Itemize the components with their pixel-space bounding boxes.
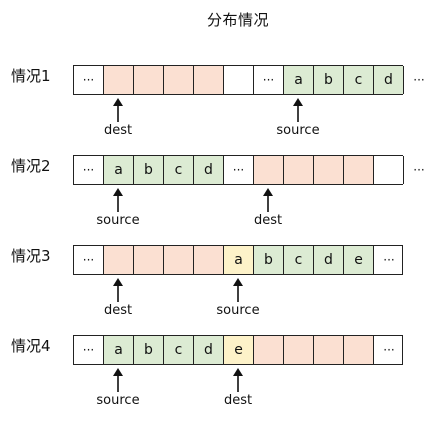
up-arrow-icon bbox=[113, 98, 123, 122]
source-cell: b bbox=[314, 66, 344, 94]
dest-cell bbox=[314, 336, 344, 364]
up-arrow-icon bbox=[263, 188, 273, 212]
pointer-label: source bbox=[216, 303, 260, 318]
source-cell: c bbox=[164, 156, 194, 184]
source-pointer: source bbox=[208, 278, 268, 318]
dest-cell bbox=[284, 156, 314, 184]
case-label: 情况3 bbox=[11, 247, 51, 265]
pointer-label: source bbox=[276, 123, 320, 138]
dest-cell bbox=[164, 66, 194, 94]
empty-cell bbox=[224, 66, 254, 94]
dest-cell bbox=[104, 66, 134, 94]
dest-cell bbox=[314, 156, 344, 184]
source-cell: c bbox=[164, 336, 194, 364]
source-pointer: source bbox=[268, 98, 328, 138]
dest-pointer: dest bbox=[208, 368, 268, 408]
ellipsis-cell: ··· bbox=[413, 163, 425, 177]
pointer-label: source bbox=[96, 213, 140, 228]
source-cell: a bbox=[104, 156, 134, 184]
up-arrow-icon bbox=[113, 278, 123, 302]
case-label: 情况4 bbox=[11, 337, 51, 355]
source-cell: c bbox=[284, 246, 314, 274]
up-arrow-icon bbox=[233, 368, 243, 392]
moved-cell: e bbox=[224, 336, 254, 364]
pointer-label: dest bbox=[223, 393, 253, 408]
up-arrow-icon bbox=[113, 188, 123, 212]
source-cell: a bbox=[104, 336, 134, 364]
source-pointer: source bbox=[88, 188, 148, 228]
dest-cell bbox=[104, 246, 134, 274]
ellipsis-cell: ··· bbox=[254, 66, 284, 94]
ellipsis-cell: ··· bbox=[74, 156, 104, 184]
dest-pointer: dest bbox=[238, 188, 298, 228]
case-label: 情况1 bbox=[11, 67, 51, 85]
ellipsis-cell: ··· bbox=[383, 253, 395, 267]
source-cell: b bbox=[134, 156, 164, 184]
dest-cell bbox=[284, 336, 314, 364]
up-arrow-icon bbox=[233, 278, 243, 302]
ellipsis-cell: ··· bbox=[74, 246, 104, 274]
dest-cell bbox=[134, 66, 164, 94]
source-cell: d bbox=[374, 66, 404, 94]
case-label: 情况2 bbox=[11, 157, 51, 175]
source-cell: b bbox=[254, 246, 284, 274]
up-arrow-icon bbox=[113, 368, 123, 392]
source-cell: d bbox=[314, 246, 344, 274]
dest-cell bbox=[194, 246, 224, 274]
source-cell: d bbox=[194, 156, 224, 184]
dest-cell bbox=[344, 336, 374, 364]
ellipsis-cell: ··· bbox=[74, 66, 104, 94]
up-arrow-icon bbox=[293, 98, 303, 122]
ellipsis-cell: ··· bbox=[413, 73, 425, 87]
pointer-label: dest bbox=[103, 123, 133, 138]
pointer-label: source bbox=[96, 393, 140, 408]
ellipsis-cell: ··· bbox=[224, 156, 254, 184]
dest-cell bbox=[254, 336, 284, 364]
source-cell: a bbox=[284, 66, 314, 94]
source-cell: b bbox=[134, 336, 164, 364]
source-cell: c bbox=[344, 66, 374, 94]
dest-cell bbox=[164, 246, 194, 274]
moved-cell: a bbox=[224, 246, 254, 274]
source-cell: d bbox=[194, 336, 224, 364]
pointer-label: dest bbox=[103, 303, 133, 318]
ellipsis-cell: ··· bbox=[383, 343, 395, 357]
pointer-label: dest bbox=[253, 213, 283, 228]
source-cell: e bbox=[344, 246, 374, 274]
source-pointer: source bbox=[88, 368, 148, 408]
dest-cell bbox=[344, 156, 374, 184]
dest-cell bbox=[254, 156, 284, 184]
ellipsis-cell: ··· bbox=[74, 336, 104, 364]
dest-cell bbox=[134, 246, 164, 274]
dest-pointer: dest bbox=[88, 98, 148, 138]
diagram-title: 分布情况 bbox=[206, 11, 269, 29]
dest-pointer: dest bbox=[88, 278, 148, 318]
dest-cell bbox=[194, 66, 224, 94]
empty-cell bbox=[374, 156, 404, 184]
